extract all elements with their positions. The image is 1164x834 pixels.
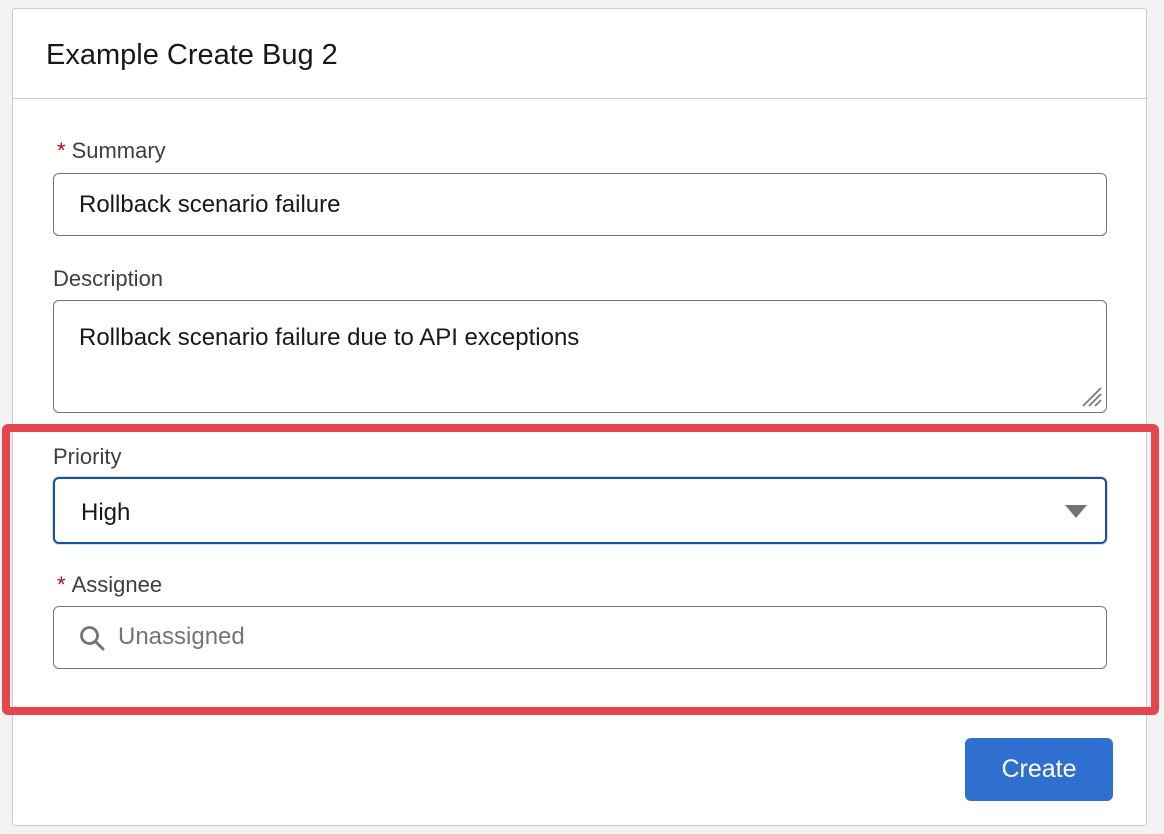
card-header: Example Create Bug 2 (13, 9, 1146, 99)
summary-label: *Summary (57, 138, 166, 164)
assignee-label-text: Assignee (71, 572, 163, 597)
assignee-label: *Assignee (57, 572, 162, 598)
description-textarea[interactable]: Rollback scenario failure due to API exc… (53, 300, 1107, 413)
create-button[interactable]: Create (965, 738, 1113, 801)
chevron-down-icon (1065, 505, 1087, 518)
create-bug-card: Example Create Bug 2 *Summary Descriptio… (12, 8, 1147, 826)
required-indicator: * (57, 572, 66, 597)
summary-label-text: Summary (71, 138, 166, 163)
summary-input[interactable] (53, 173, 1107, 236)
priority-label: Priority (53, 444, 122, 469)
required-indicator: * (57, 138, 66, 163)
priority-select[interactable]: High (53, 477, 1107, 544)
assignee-search-input[interactable] (118, 607, 1088, 667)
description-label: Description (53, 266, 164, 291)
resize-handle-icon[interactable] (1079, 384, 1103, 408)
page-title: Example Create Bug 2 (46, 39, 338, 71)
assignee-lookup[interactable] (53, 606, 1107, 669)
description-wrapper: Rollback scenario failure due to API exc… (13, 300, 1146, 413)
priority-selected-value: High (81, 499, 131, 526)
search-icon (80, 626, 105, 651)
